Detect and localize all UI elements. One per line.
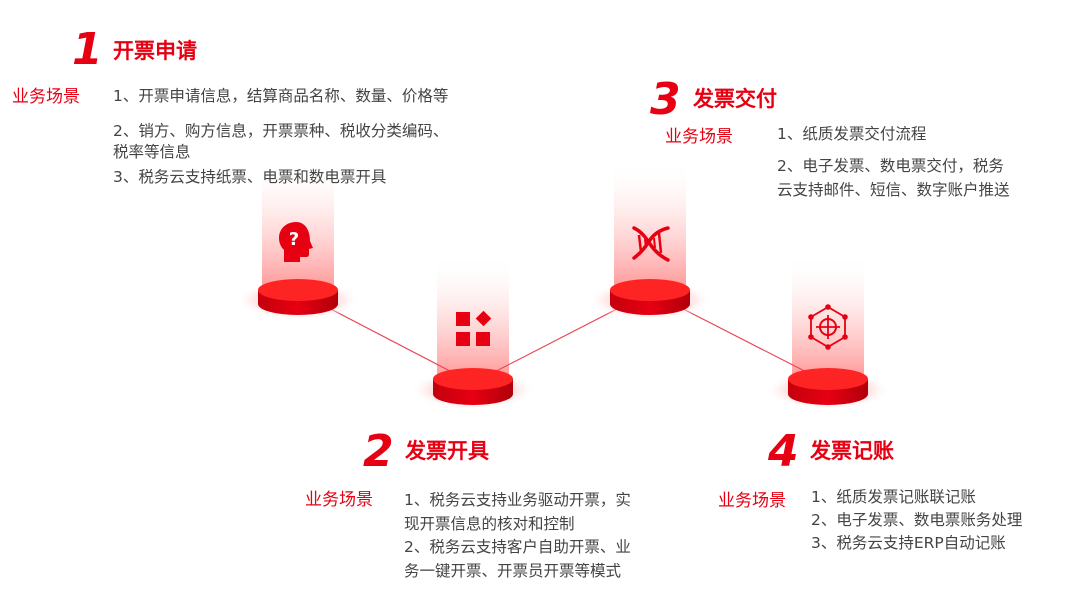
step-4-label: 业务场景 (718, 491, 786, 511)
step-3-label: 业务场景 (665, 127, 733, 147)
step-4-item-2: 2、电子发票、数电票账务处理 (811, 511, 1023, 529)
step-2-number: 2 (363, 426, 394, 477)
svg-text:?: ? (289, 229, 299, 250)
pedestal-3 (588, 160, 712, 320)
connector-line (297, 291, 829, 384)
step-1-label: 业务场景 (12, 87, 80, 107)
step-1-item-1: 1、开票申请信息，结算商品名称、数量、价格等 (113, 87, 449, 105)
step-1-title: 开票申请 (113, 39, 197, 63)
step-2-item-2-cont: 务一键开票、开票员开票等模式 (404, 562, 622, 580)
step-4-item-3: 3、税务云支持ERP自动记账 (811, 534, 1006, 552)
step-3-title: 发票交付 (693, 87, 777, 111)
step-2-item-1-cont: 现开票信息的核对和控制 (404, 515, 575, 533)
step-4-number: 4 (768, 426, 799, 477)
step-1-item-2-cont: 税率等信息 (113, 143, 191, 161)
step-1-number: 1 (72, 24, 103, 75)
pedestal-2 (411, 255, 535, 410)
step-3-item-1: 1、纸质发票交付流程 (777, 125, 927, 143)
step-3-item-2-cont: 云支持邮件、短信、数字账户推送 (777, 181, 1010, 199)
step-2-label: 业务场景 (305, 490, 373, 510)
step-4-item-1: 1、纸质发票记账联记账 (811, 488, 976, 506)
step-2-item-2: 2、税务云支持客户自助开票、业 (404, 538, 631, 556)
step-3-item-2: 2、电子发票、数电票交付，税务 (777, 157, 1004, 175)
step-1-item-2: 2、销方、购方信息，开票票种、税收分类编码、 (113, 122, 449, 140)
step-4-title: 发票记账 (810, 439, 894, 463)
network-chip-icon (808, 304, 848, 350)
step-2-title: 发票开具 (405, 439, 489, 463)
dna-icon (632, 226, 670, 262)
step-1-item-3: 3、税务云支持纸票、电票和数电票开具 (113, 168, 387, 186)
step-2-item-1: 1、税务云支持业务驱动开票，实 (404, 491, 631, 509)
step-3-number: 3 (650, 74, 681, 125)
question-head-icon: ? (279, 222, 313, 262)
